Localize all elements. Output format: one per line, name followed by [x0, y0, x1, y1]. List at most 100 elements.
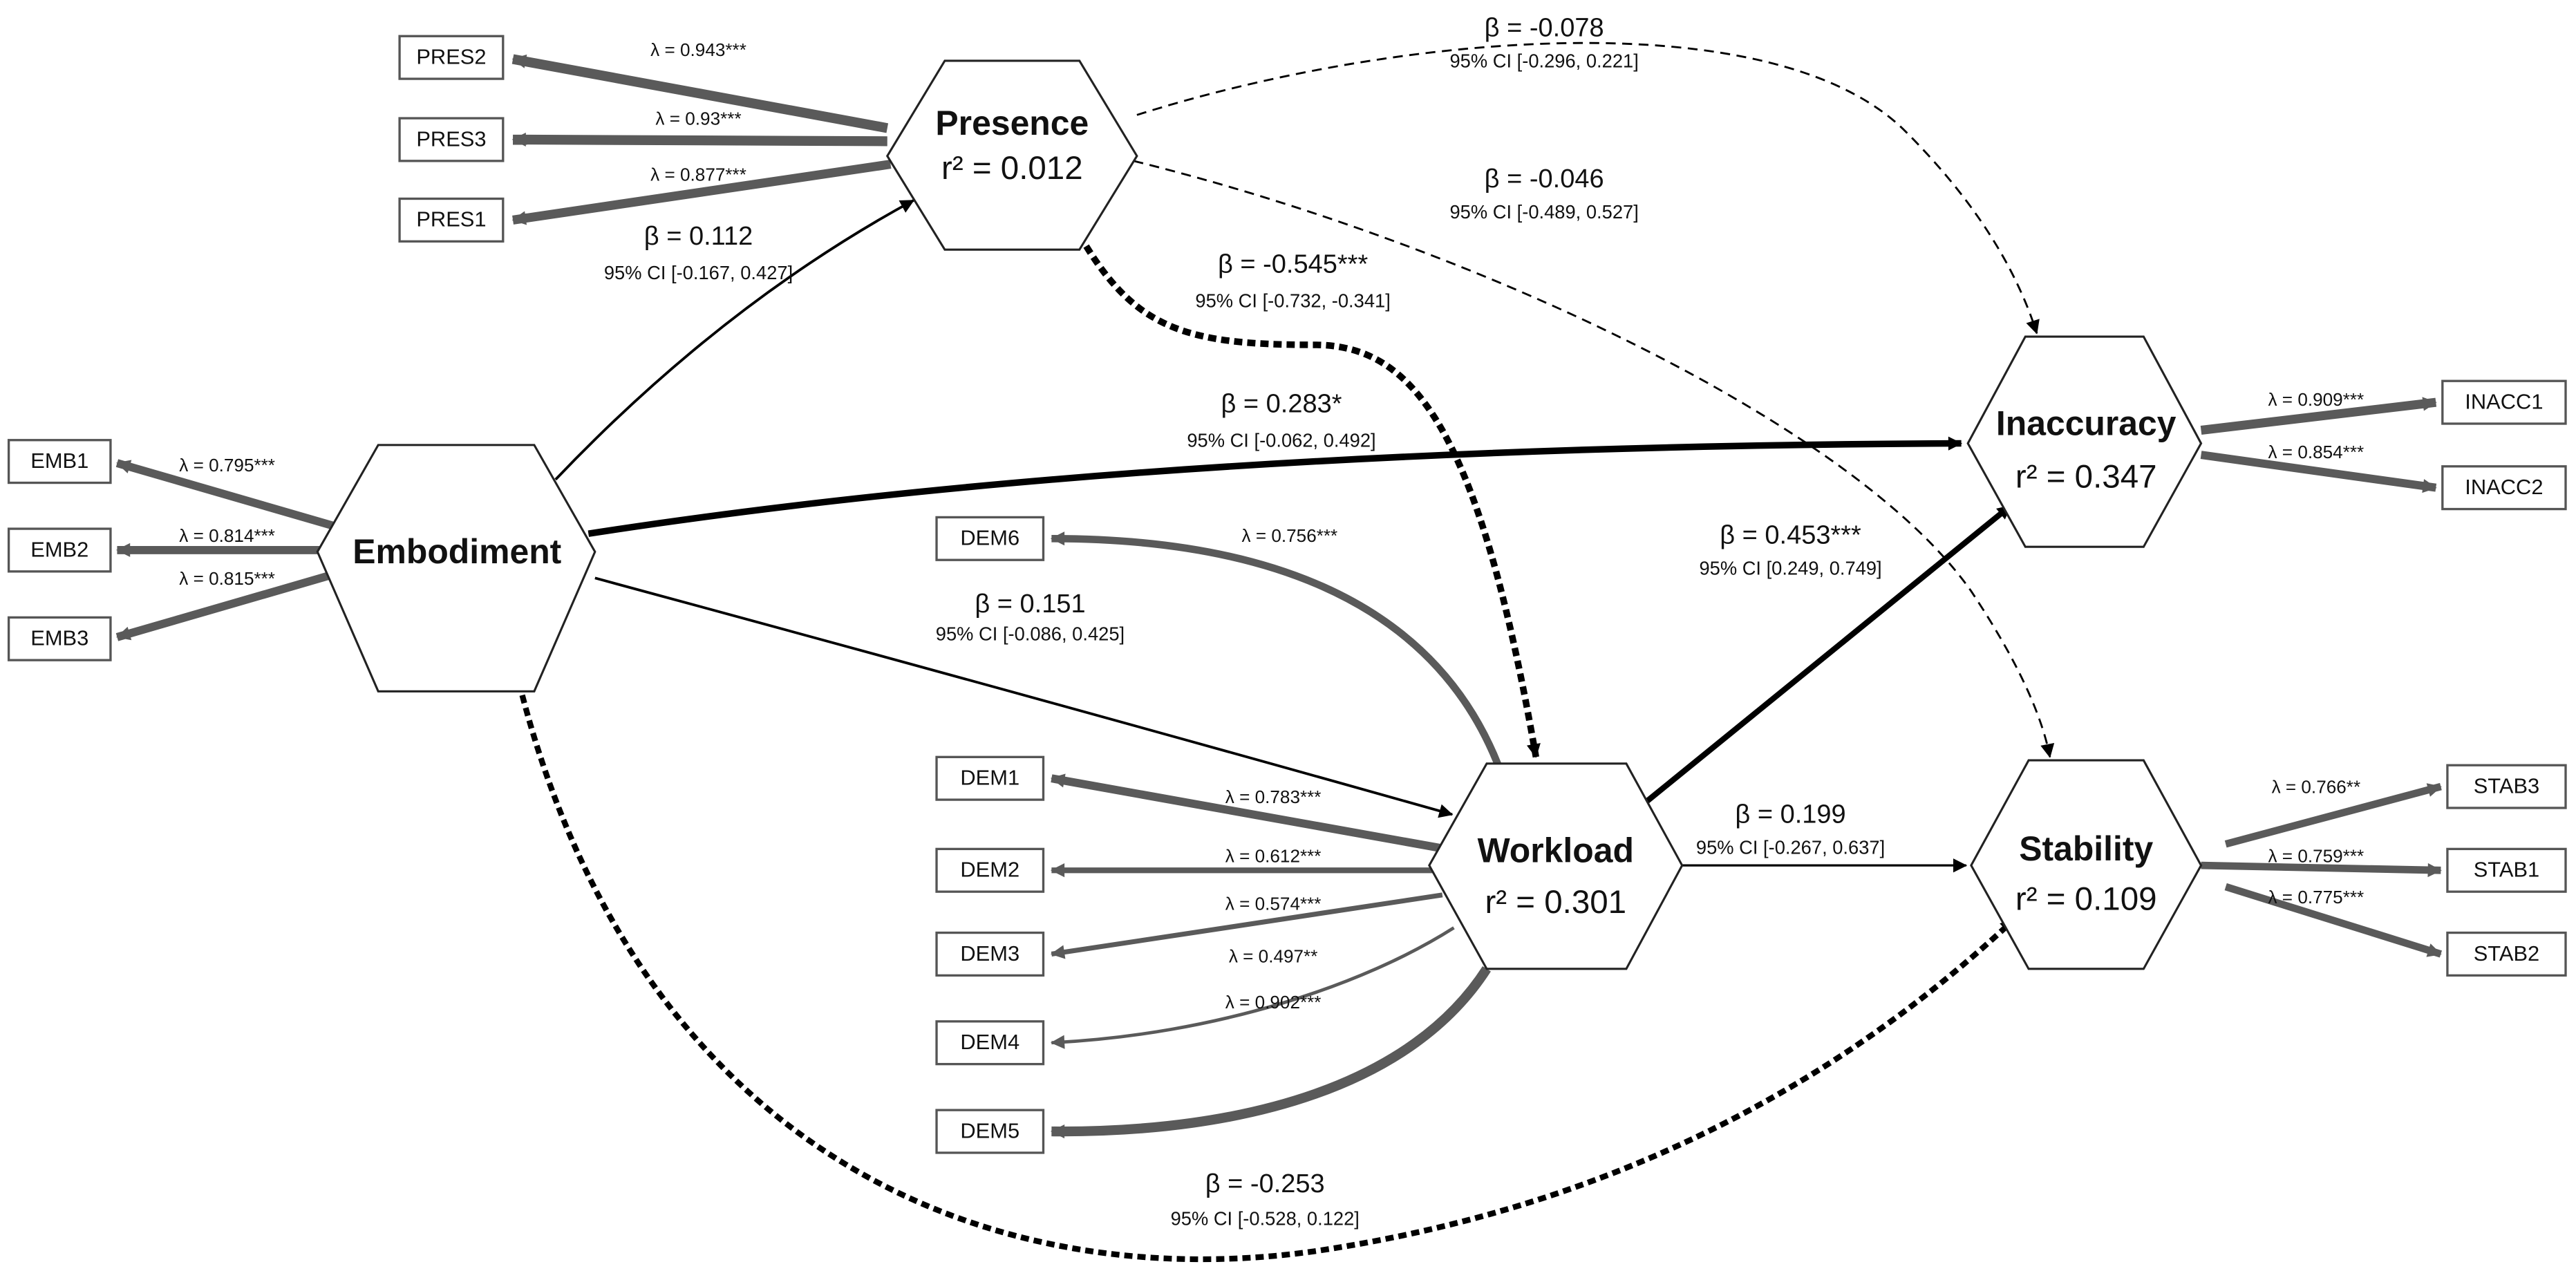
loading-inacc2	[2200, 451, 2437, 493]
loading-stab3	[2224, 782, 2442, 848]
ci-emb-work: 95% CI [-0.086, 0.425]	[936, 623, 1125, 645]
r-squared: r² = 0.347	[2015, 459, 2157, 496]
latent-label: Inaccuracy	[1996, 404, 2177, 443]
indicator-dem4: DEM4	[935, 1020, 1045, 1066]
indicator-stab3: STAB3	[2446, 764, 2567, 809]
indicator-emb3: EMB3	[7, 616, 112, 661]
indicator-label: INACC2	[2465, 475, 2543, 499]
latent-embodiment: Embodiment	[316, 444, 596, 693]
indicator-label: PRES1	[416, 207, 486, 232]
path-workload-inaccuracy	[1641, 503, 2013, 807]
beta-work-inacc: β = 0.453***	[1720, 520, 1861, 549]
indicator-emb1: EMB1	[7, 439, 112, 484]
ci-pres-inacc: 95% CI [-0.296, 0.221]	[1449, 50, 1638, 71]
indicator-dem3: DEM3	[935, 931, 1045, 977]
loading-dem6	[1050, 531, 1502, 767]
indicator-label: STAB2	[2474, 941, 2540, 966]
indicator-label: PRES2	[416, 45, 486, 69]
loading-label-dem4: λ = 0.497**	[1229, 945, 1318, 966]
loading-label-emb2: λ = 0.814***	[179, 525, 275, 546]
loading-label-pres2: λ = 0.943***	[650, 39, 746, 60]
loading-dem4	[1050, 926, 1455, 1049]
loading-label-dem5: λ = 0.902***	[1225, 992, 1322, 1013]
path-presence-inaccuracy	[1136, 41, 2040, 335]
ci-emb-stab: 95% CI [-0.528, 0.122]	[1171, 1207, 1360, 1229]
ci-work-inacc: 95% CI [0.249, 0.749]	[1699, 558, 1881, 579]
path-embodiment-inaccuracy	[587, 436, 1963, 537]
beta-pres-work: β = -0.545***	[1218, 250, 1368, 279]
ci-pres-stab: 95% CI [-0.489, 0.527]	[1449, 201, 1638, 223]
path-presence-workload	[1076, 233, 1541, 758]
indicator-label: STAB3	[2474, 773, 2540, 798]
loading-dem5	[1050, 966, 1491, 1139]
loading-label-dem3: λ = 0.574***	[1225, 893, 1322, 914]
loading-label-dem2: λ = 0.612***	[1225, 845, 1322, 866]
indicator-dem6: DEM6	[935, 516, 1045, 561]
r-squared: r² = 0.301	[1485, 884, 1626, 921]
loading-label-stab1: λ = 0.759***	[2268, 845, 2364, 866]
beta-emb-work: β = 0.151	[975, 590, 1085, 619]
ci-emb-pres: 95% CI [-0.167, 0.427]	[604, 262, 793, 283]
beta-pres-inacc: β = -0.078	[1485, 13, 1604, 42]
indicator-label: DEM4	[960, 1030, 1019, 1054]
indicator-stab2: STAB2	[2446, 931, 2567, 977]
loading-label-dem1: λ = 0.783***	[1225, 787, 1322, 807]
beta-emb-pres: β = 0.112	[644, 222, 753, 251]
loading-pres1	[511, 160, 892, 225]
indicator-label: DEM3	[960, 941, 1019, 966]
latent-presence: Presence r² = 0.012	[885, 59, 1138, 251]
indicator-label: STAB1	[2474, 858, 2540, 882]
ci-emb-inacc: 95% CI [-0.062, 0.492]	[1187, 429, 1375, 451]
indicator-emb2: EMB2	[7, 527, 112, 573]
beta-emb-inacc: β = 0.283*	[1221, 389, 1342, 418]
loading-label-inacc1: λ = 0.909***	[2268, 389, 2364, 410]
indicator-dem5: DEM5	[935, 1109, 1045, 1154]
path-embodiment-presence	[554, 199, 915, 481]
indicator-label: DEM1	[960, 766, 1019, 790]
ci-work-stab: 95% CI [-0.267, 0.637]	[1696, 837, 1885, 858]
loading-emb3	[115, 570, 334, 641]
indicator-label: EMB2	[30, 537, 88, 561]
loading-label-dem6: λ = 0.756***	[1242, 525, 1338, 546]
loading-label-stab2: λ = 0.775***	[2268, 887, 2364, 907]
latent-stability: Stability r² = 0.109	[1970, 759, 2203, 970]
loading-dem3	[1050, 892, 1443, 959]
loading-stab1	[2201, 861, 2442, 878]
indicator-label: DEM2	[960, 858, 1019, 882]
path-embodiment-workload	[594, 576, 1454, 818]
indicator-inacc1: INACC1	[2441, 379, 2567, 425]
indicator-inacc2: INACC2	[2441, 465, 2567, 511]
loading-label-inacc2: λ = 0.854***	[2268, 442, 2364, 462]
loading-pres3	[511, 132, 887, 147]
loading-label-pres3: λ = 0.93***	[655, 109, 741, 129]
indicator-label: EMB3	[30, 626, 88, 650]
beta-work-stab: β = 0.199	[1735, 800, 1845, 829]
loading-label-pres1: λ = 0.877***	[650, 164, 746, 185]
indicator-dem2: DEM2	[935, 847, 1045, 893]
r-squared: r² = 0.012	[941, 150, 1083, 187]
indicator-pres2: PRES2	[398, 35, 505, 80]
indicator-pres1: PRES1	[398, 197, 505, 243]
indicator-label: DEM6	[960, 526, 1019, 550]
indicator-label: INACC1	[2465, 389, 2543, 413]
latent-label: Embodiment	[352, 532, 561, 571]
latent-workload: Workload r² = 0.301	[1428, 762, 1684, 970]
indicator-pres3: PRES3	[398, 117, 505, 162]
beta-pres-stab: β = -0.046	[1485, 164, 1604, 194]
loading-stab2	[2224, 883, 2443, 958]
loading-pres2	[511, 54, 889, 133]
latent-label: Presence	[935, 104, 1089, 142]
latent-label: Stability	[2019, 829, 2153, 868]
loading-label-emb3: λ = 0.815***	[179, 568, 275, 589]
indicator-label: PRES3	[416, 126, 486, 151]
loading-emb1	[115, 459, 334, 530]
indicator-label: DEM5	[960, 1118, 1019, 1142]
path-presence-stability	[1133, 160, 2055, 758]
indicator-label: EMB1	[30, 449, 88, 473]
latent-inaccuracy: Inaccuracy r² = 0.347	[1966, 335, 2203, 548]
ci-pres-work: 95% CI [-0.732, -0.341]	[1195, 290, 1390, 311]
loading-label-stab3: λ = 0.766**	[2272, 777, 2361, 798]
path-embodiment-stability	[509, 656, 2016, 1263]
loading-label-emb1: λ = 0.795***	[179, 455, 275, 476]
